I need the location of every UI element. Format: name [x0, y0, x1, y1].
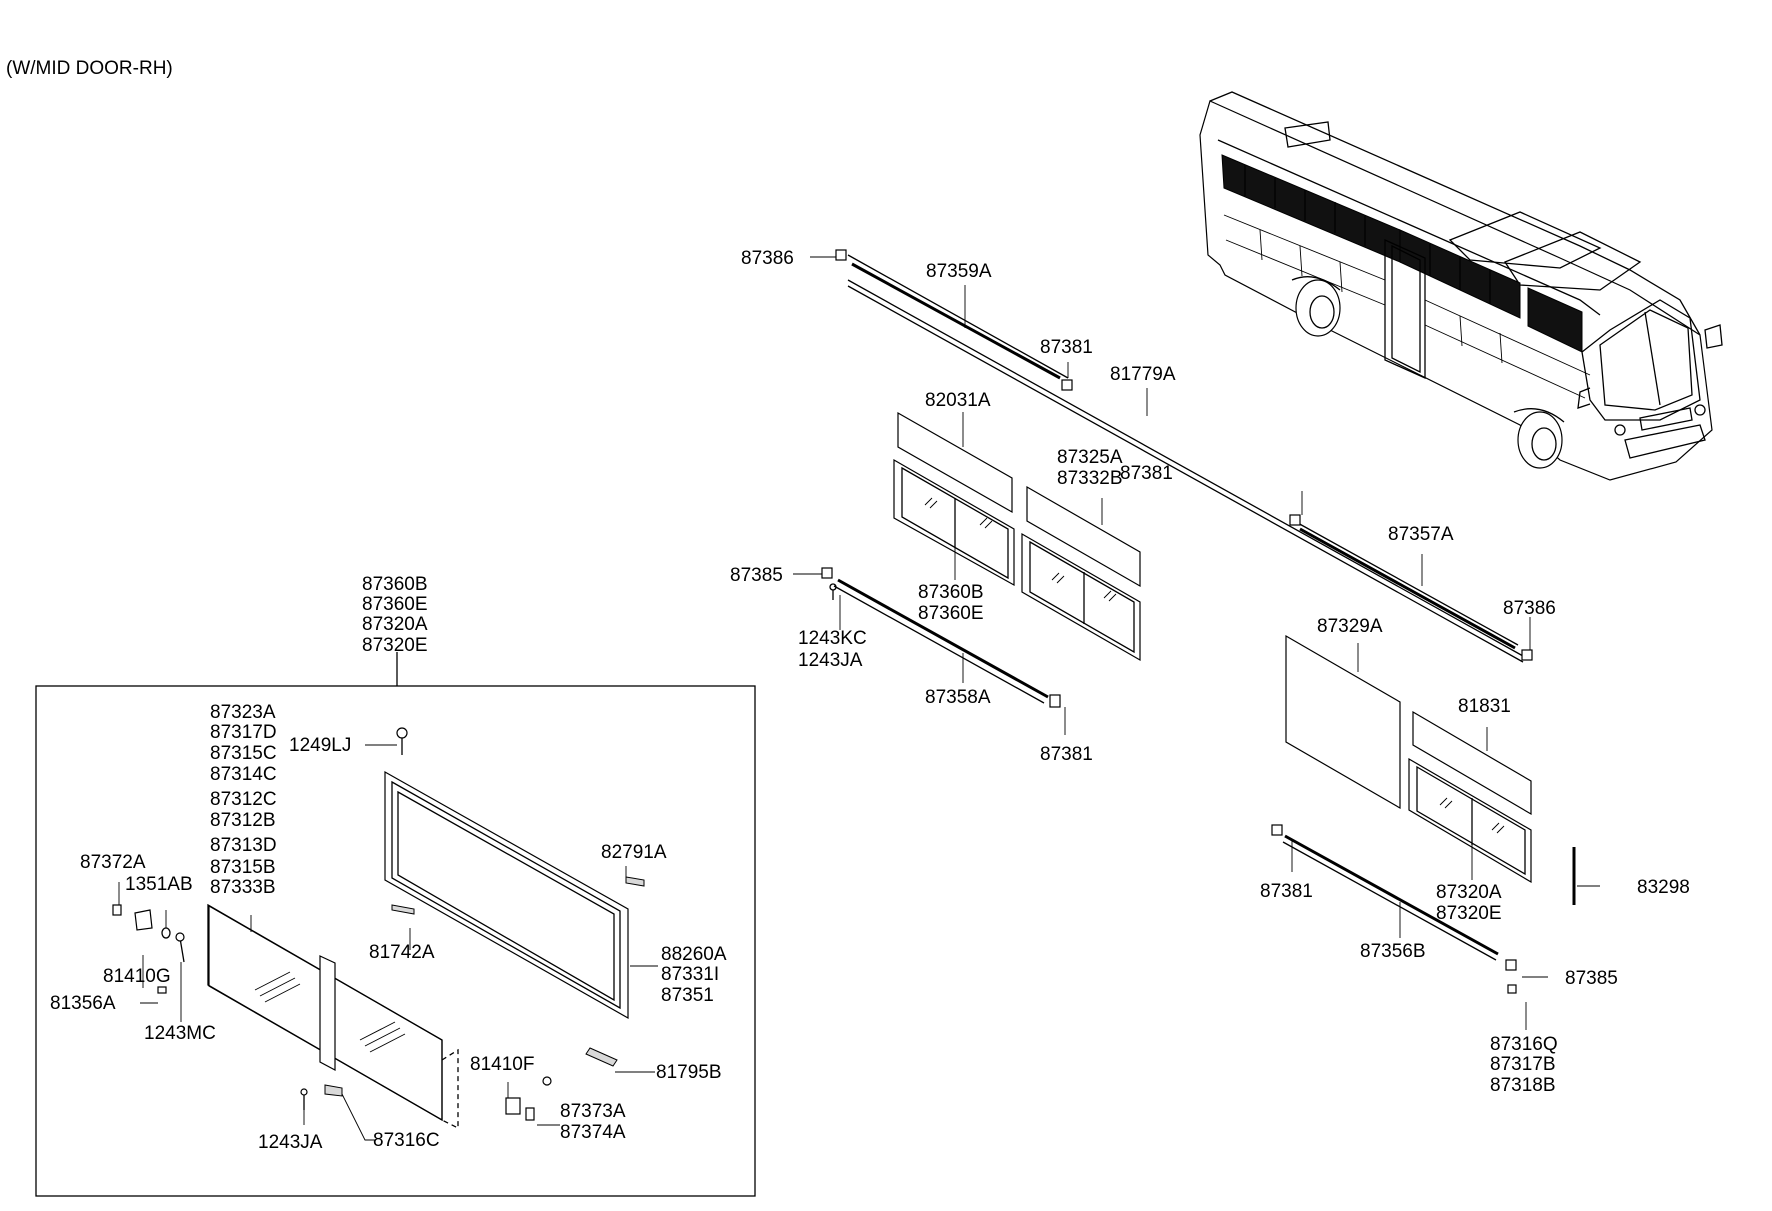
label-87381-a: 87381 — [1040, 337, 1093, 358]
label-87360E-box: 87360E — [362, 594, 428, 615]
label-87360B-box: 87360B — [362, 574, 428, 595]
label-87358A: 87358A — [925, 687, 991, 708]
label-87372A: 87372A — [80, 852, 146, 873]
label-81795B: 81795B — [656, 1062, 722, 1083]
label-87323A: 87323A — [210, 702, 276, 723]
label-1243JA-box: 1243JA — [258, 1132, 323, 1153]
label-87360B-mid: 87360B — [918, 582, 984, 603]
window-assembly-87329A — [1271, 634, 1576, 994]
label-1351AB: 1351AB — [125, 874, 193, 895]
label-87385-mid: 87385 — [730, 565, 783, 586]
label-87351: 87351 — [661, 985, 714, 1006]
diagram-title-note: (W/MID DOOR-RH) — [6, 58, 173, 79]
label-82791A: 82791A — [601, 842, 667, 863]
label-87357A: 87357A — [1388, 524, 1454, 545]
label-87381-d: 87381 — [1260, 881, 1313, 902]
label-87325A: 87325A — [1057, 447, 1123, 468]
label-87320E-box: 87320E — [362, 635, 428, 656]
label-87320E-right: 87320E — [1436, 903, 1502, 924]
window-assembly-82031A — [893, 411, 1015, 587]
label-87333B: 87333B — [210, 877, 276, 898]
label-87386-right: 87386 — [1503, 598, 1556, 619]
label-83298: 83298 — [1637, 877, 1690, 898]
bus-illustration — [1199, 91, 1723, 481]
label-87318B: 87318B — [1490, 1075, 1556, 1096]
label-87317D: 87317D — [210, 722, 277, 743]
label-87332B: 87332B — [1057, 468, 1123, 489]
label-81356A: 81356A — [50, 993, 116, 1014]
label-87317B: 87317B — [1490, 1054, 1556, 1075]
label-87313D: 87313D — [210, 835, 277, 856]
label-87356B: 87356B — [1360, 941, 1426, 962]
label-1243JA-mid: 1243JA — [798, 650, 863, 671]
label-88260A: 88260A — [661, 944, 727, 965]
window-assembly-87325A — [1021, 485, 1141, 662]
label-1243MC: 1243MC — [144, 1023, 216, 1044]
label-87381-c: 87381 — [1040, 744, 1093, 765]
detail-box — [35, 652, 756, 1197]
label-87312C: 87312C — [210, 789, 277, 810]
label-87329A: 87329A — [1317, 616, 1383, 637]
label-1249LJ: 1249LJ — [289, 735, 351, 756]
label-87320A-box: 87320A — [362, 614, 428, 635]
label-87385-right: 87385 — [1565, 968, 1618, 989]
part-labels: 87386 87359A 87381 81779A 82031A 87325A … — [50, 248, 1690, 1153]
label-87360E-mid: 87360E — [918, 603, 984, 624]
label-87381-b: 87381 — [1120, 463, 1173, 484]
label-87316C: 87316C — [373, 1130, 440, 1151]
label-87314C: 87314C — [210, 764, 277, 785]
label-87316Q: 87316Q — [1490, 1034, 1558, 1055]
label-87312B: 87312B — [210, 810, 276, 831]
label-81410F: 81410F — [470, 1054, 534, 1075]
side-rail-assembly — [835, 249, 1533, 663]
leader-lines — [118, 256, 1600, 1141]
label-81410G: 81410G — [103, 966, 171, 987]
label-87315C: 87315C — [210, 743, 277, 764]
label-81742A: 81742A — [369, 942, 435, 963]
label-87315B: 87315B — [210, 857, 276, 878]
label-87359A: 87359A — [926, 261, 992, 282]
label-81779A: 81779A — [1110, 364, 1176, 385]
label-82031A: 82031A — [925, 390, 991, 411]
strip-87358A — [821, 567, 1061, 708]
label-1243KC: 1243KC — [798, 628, 867, 649]
label-87373A: 87373A — [560, 1101, 626, 1122]
label-87331I: 87331I — [661, 964, 719, 985]
label-87320A-right: 87320A — [1436, 882, 1502, 903]
label-87374A: 87374A — [560, 1122, 626, 1143]
label-87386-top: 87386 — [741, 248, 794, 269]
label-81831: 81831 — [1458, 696, 1511, 717]
